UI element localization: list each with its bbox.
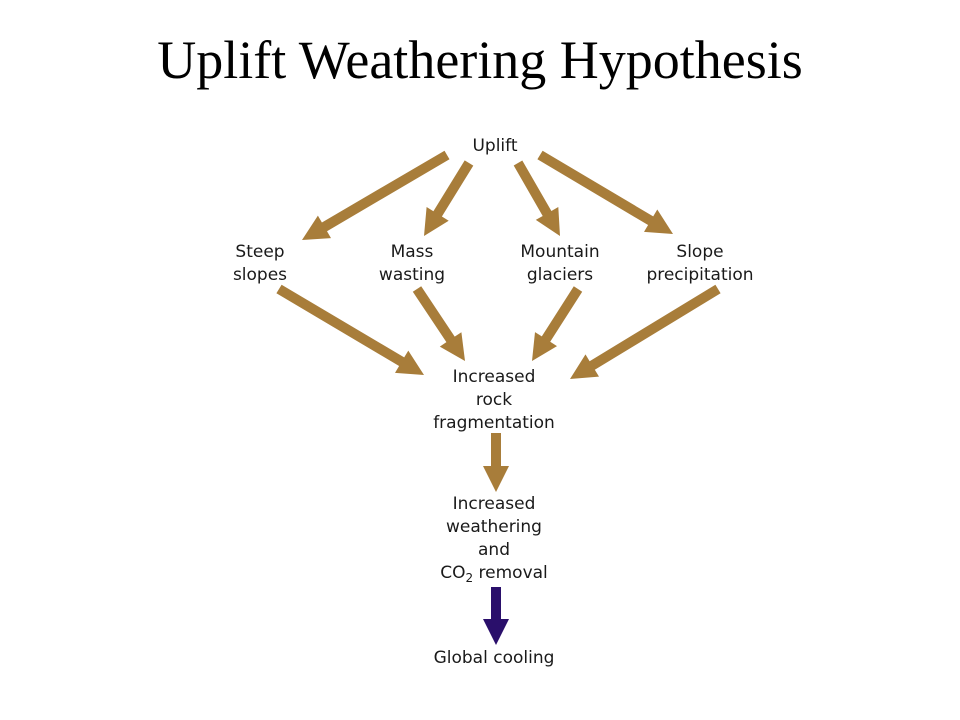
node-rock-fragmentation: Increased rock fragmentation — [419, 366, 569, 435]
node-rock-fragmentation-line-3: fragmentation — [433, 413, 555, 433]
node-slope-precipitation-line-2: precipitation — [646, 265, 754, 285]
node-steep-slopes: Steep slopes — [205, 241, 315, 287]
node-weathering-line-4: CO2 removal — [419, 562, 569, 585]
slide-title: Uplift Weathering Hypothesis — [157, 30, 803, 90]
node-uplift: Uplift — [445, 135, 545, 158]
node-rock-fragmentation-line-1: Increased — [452, 367, 536, 387]
node-mountain-glaciers: Mountain glaciers — [495, 241, 625, 287]
arrow-uplift-to-mountain-glaciers — [513, 160, 560, 236]
node-rock-fragmentation-line-2: rock — [475, 390, 513, 410]
co2-suffix: removal — [473, 563, 548, 583]
node-mountain-glaciers-line-2: glaciers — [526, 265, 594, 285]
node-slope-precipitation-line-1: Slope — [676, 242, 724, 262]
arrow-slope-precipitation-to-rock-fragmentation — [570, 284, 721, 379]
arrow-weathering-to-global-cooling — [483, 587, 509, 645]
arrow-mass-wasting-to-rock-fragmentation — [412, 286, 465, 361]
node-weathering-line-3: and — [478, 540, 510, 560]
node-global-cooling: Global cooling — [409, 647, 579, 670]
co2-subscript: 2 — [465, 571, 474, 585]
node-mass-wasting: Mass wasting — [357, 241, 467, 287]
arrow-uplift-to-mass-wasting — [424, 160, 474, 236]
node-steep-slopes-line-2: slopes — [232, 265, 288, 285]
arrow-uplift-to-slope-precipitation — [537, 150, 673, 234]
node-weathering: Increased weathering and CO2 removal — [419, 493, 569, 585]
node-global-cooling-label: Global cooling — [433, 648, 555, 668]
arrow-steep-slopes-to-rock-fragmentation — [276, 284, 424, 375]
node-steep-slopes-line-1: Steep — [235, 242, 285, 262]
node-mass-wasting-line-1: Mass — [390, 242, 434, 262]
node-weathering-line-2: weathering — [446, 517, 542, 537]
arrow-mountain-glaciers-to-rock-fragmentation — [532, 286, 583, 361]
arrow-uplift-to-steep-slopes — [302, 150, 450, 240]
arrow-rock-fragmentation-to-weathering — [483, 433, 509, 492]
node-uplift-label: Uplift — [472, 136, 518, 156]
node-weathering-line-1: Increased — [452, 494, 536, 514]
node-slope-precipitation: Slope precipitation — [630, 241, 770, 287]
node-mountain-glaciers-line-1: Mountain — [520, 242, 600, 262]
co2-prefix: CO — [440, 563, 466, 583]
node-mass-wasting-line-2: wasting — [378, 265, 446, 285]
